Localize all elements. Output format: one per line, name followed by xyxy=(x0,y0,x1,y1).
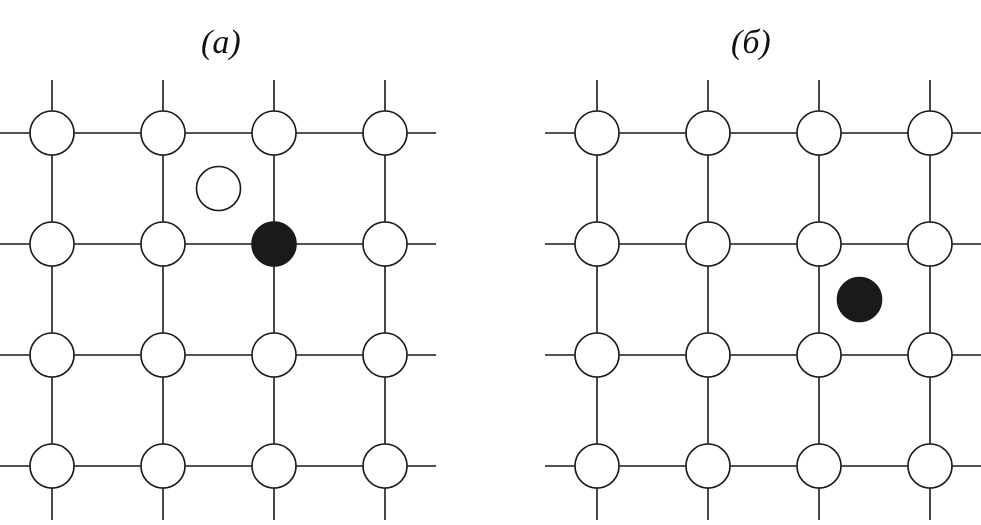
lattice-atom xyxy=(251,110,297,156)
interstitial-open-atom xyxy=(195,165,242,212)
lattice-atom xyxy=(362,110,408,156)
lattice-panel-a xyxy=(0,80,436,520)
interstitial-dark-atom xyxy=(836,276,883,323)
panel-label-a: (a) xyxy=(201,24,241,61)
substituted-atom xyxy=(251,221,297,267)
lattice-atom xyxy=(140,221,186,267)
lattice-atom xyxy=(251,332,297,378)
lattice-atom xyxy=(796,332,842,378)
lattice-atom xyxy=(29,332,75,378)
lattice-panel-b xyxy=(545,80,981,520)
lattice-atom xyxy=(574,332,620,378)
lattice-atom xyxy=(574,443,620,489)
lattice-atom xyxy=(140,110,186,156)
lattice-atom xyxy=(574,221,620,267)
lattice-atom xyxy=(362,221,408,267)
lattice-atom xyxy=(362,443,408,489)
lattice-atom xyxy=(29,110,75,156)
lattice-atom xyxy=(685,221,731,267)
lattice-atom xyxy=(907,443,953,489)
lattice-atom xyxy=(251,443,297,489)
lattice-atom xyxy=(796,443,842,489)
lattice-atom xyxy=(907,221,953,267)
panel-label-b: (б) xyxy=(731,24,771,61)
lattice-atom xyxy=(140,332,186,378)
lattice-atom xyxy=(907,110,953,156)
lattice-atom xyxy=(140,443,186,489)
lattice-atom xyxy=(685,443,731,489)
lattice-atom xyxy=(796,221,842,267)
lattice-atom xyxy=(29,221,75,267)
lattice-atom xyxy=(796,110,842,156)
lattice-atom xyxy=(362,332,408,378)
lattice-atom xyxy=(574,110,620,156)
lattice-atom xyxy=(685,332,731,378)
lattice-atom xyxy=(685,110,731,156)
lattice-atom xyxy=(907,332,953,378)
lattice-atom xyxy=(29,443,75,489)
